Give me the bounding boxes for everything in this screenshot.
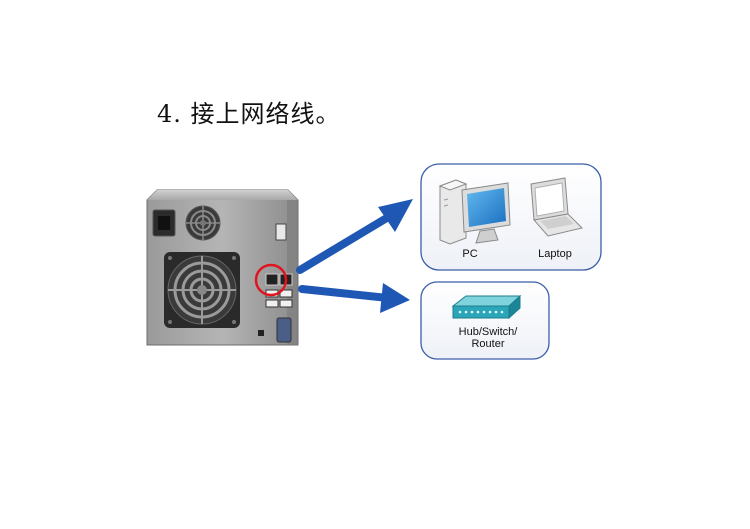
large-fan <box>164 252 240 328</box>
arrow-to-computers <box>296 199 413 274</box>
step-title: 4. 接上网络线。 <box>157 100 341 128</box>
pc-icon <box>438 179 511 245</box>
arrow-to-switch <box>298 283 410 313</box>
small-fan <box>185 205 221 241</box>
nas-device <box>146 189 299 346</box>
pc-label: PC <box>462 248 478 260</box>
laptop-label: Laptop <box>538 248 572 260</box>
switch-icon <box>451 294 522 320</box>
laptop-icon <box>530 177 583 237</box>
switch-label-line2: Router <box>471 338 505 350</box>
switch-label-line1: Hub/Switch/ <box>458 326 518 338</box>
highlight-circle <box>254 263 288 297</box>
vga-port <box>276 317 292 343</box>
